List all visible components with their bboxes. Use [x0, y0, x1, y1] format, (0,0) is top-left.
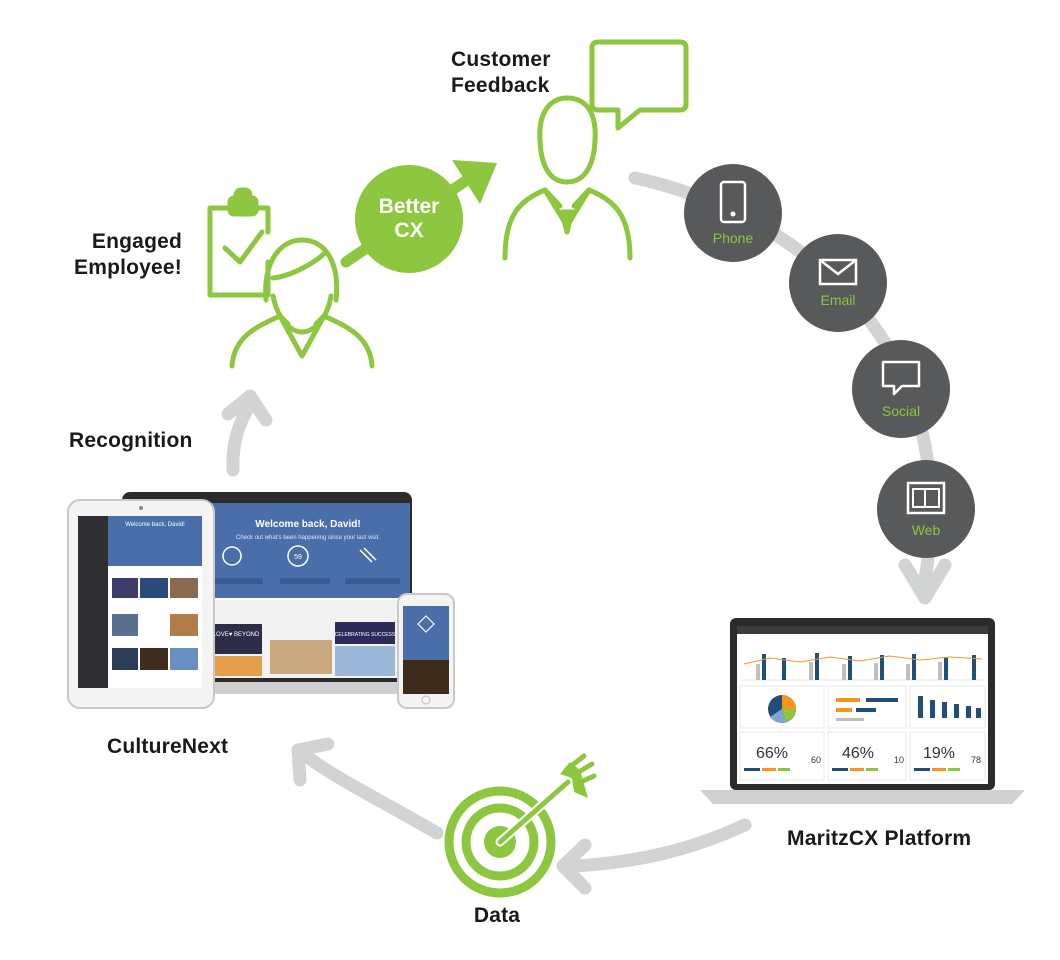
kpi-value-2: 46% — [842, 745, 874, 762]
engaged-employee-line1: Engaged — [91, 230, 182, 253]
dashboard-hbar-chart — [836, 698, 898, 721]
customer-feedback-label: Customer Feedback — [451, 47, 551, 99]
kpi-value-1: 66% — [756, 745, 788, 762]
customer-feedback-line2: Feedback — [451, 74, 550, 97]
laptop-banner-celebrating: CELEBRATING SUCCESS — [335, 632, 396, 638]
tablet-welcome-text: Welcome back, David! — [125, 522, 185, 528]
maritzcx-platform-label: MaritzCX Platform — [787, 827, 972, 850]
channel-email: Email — [789, 234, 887, 332]
target-icon — [444, 753, 597, 898]
channel-social-label: Social — [881, 403, 921, 419]
better-cx-line2: CX — [394, 219, 424, 242]
dashboard-kpi-row: 66% 60 46% 10 19% 78 — [739, 731, 986, 781]
better-cx-line1: Better — [378, 195, 440, 218]
laptop-banner-love-beyond: LOVE♥ BEYOND — [213, 632, 260, 638]
culturenext-label: CultureNext — [107, 735, 229, 758]
better-cx-bubble: Better CX — [355, 165, 463, 273]
flow-arrow-platform-to-data — [568, 818, 752, 873]
channel-phone: Phone — [684, 164, 782, 262]
kpi-side-1: 60 — [811, 755, 821, 765]
data-label: Data — [473, 904, 521, 927]
flow-arrow-head-down — [898, 558, 952, 605]
kpi-side-2: 10 — [894, 755, 904, 765]
dashboard-pie-chart — [768, 695, 796, 723]
dashboard-column-chart — [918, 696, 981, 718]
speech-bubble-icon — [881, 360, 921, 396]
flow-arrow-data-to-culturenext — [298, 748, 444, 840]
flow-arrow-head-left-data — [556, 838, 592, 895]
feedback-speech-bubble-icon — [589, 39, 689, 131]
customer-icon — [502, 39, 689, 261]
kpi-side-3: 78 — [971, 755, 981, 765]
dashboard-bar-panel — [742, 653, 984, 681]
customer-feedback-line1: Customer — [451, 48, 551, 71]
channel-social: Social — [852, 340, 950, 438]
laptop-welcome-text: Welcome back, David! — [255, 519, 360, 530]
email-icon — [818, 258, 858, 286]
engaged-employee-icon — [207, 187, 375, 369]
kpi-value-3: 19% — [923, 745, 955, 762]
browser-window-icon — [906, 481, 946, 515]
channel-email-label: Email — [820, 292, 856, 308]
culturenext-devices: Welcome back, David! Check out what's be… — [67, 492, 455, 709]
engaged-employee-label: Engaged Employee! — [50, 229, 182, 281]
engaged-employee-line2: Employee! — [74, 256, 182, 279]
laptop-card-value: 59 — [294, 554, 302, 561]
channel-phone-label: Phone — [712, 230, 754, 246]
recognition-label: Recognition — [69, 429, 193, 452]
channel-web: Web — [877, 460, 975, 558]
flow-arrow-recognition-to-employee — [226, 401, 255, 477]
channel-web-label: Web — [911, 522, 941, 538]
phone-icon — [719, 180, 747, 224]
flow-arrow-head-up-left — [291, 737, 335, 787]
maritzcx-dashboard: 66% 60 46% 10 19% 78 — [700, 618, 1025, 804]
laptop-subtitle-text: Check out what's been happening since yo… — [236, 535, 380, 541]
flow-arrow-head-up — [221, 389, 273, 427]
